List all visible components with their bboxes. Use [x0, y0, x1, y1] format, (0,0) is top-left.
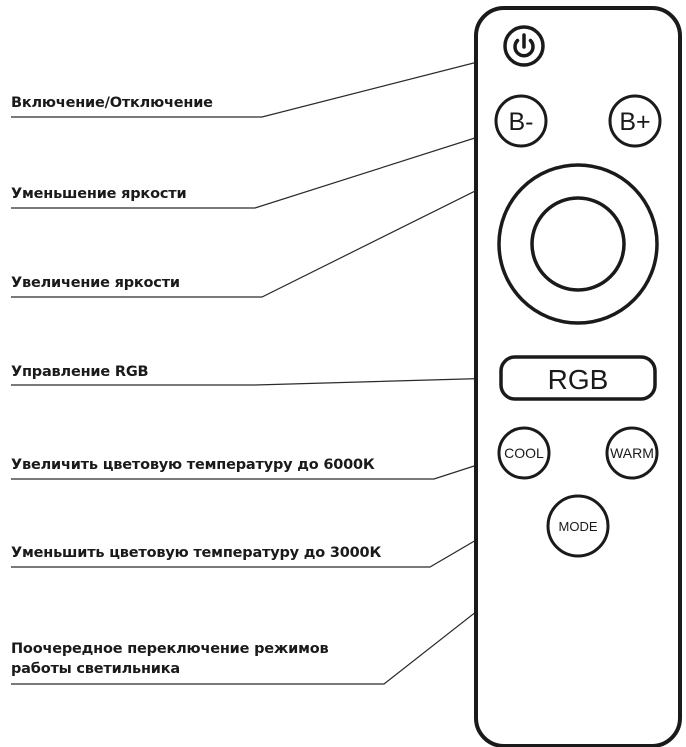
- leader-power: [11, 54, 506, 118]
- label-power: Включение/Отключение: [11, 95, 213, 111]
- label-brightness-down: Уменьшение яркости: [11, 186, 187, 202]
- rgb-button-label: RGB: [548, 364, 609, 395]
- cool-button[interactable]: COOL: [497, 426, 551, 480]
- leader-brightness-down: [11, 129, 501, 209]
- warm-button[interactable]: WARM: [605, 426, 659, 480]
- label-rgb: Управление RGB: [11, 364, 149, 380]
- brightness-down-button[interactable]: B-: [494, 94, 548, 148]
- dial-center-button[interactable]: [530, 196, 626, 292]
- rgb-button[interactable]: RGB: [499, 355, 657, 401]
- power-icon: [513, 33, 535, 58]
- power-button[interactable]: [503, 25, 545, 67]
- dial-control[interactable]: [497, 163, 659, 325]
- leader-rgb: [11, 377, 501, 386]
- label-brightness-up: Увеличение яркости: [11, 275, 180, 291]
- leader-lines: [11, 54, 619, 685]
- mode-button[interactable]: MODE: [546, 494, 610, 558]
- label-mode: Поочередное переключение режимов работы …: [11, 639, 329, 679]
- label-mode-line1: Поочередное переключение режимов: [11, 641, 329, 657]
- brightness-up-button-label: B+: [619, 108, 650, 136]
- label-warm: Уменьшить цветовую температуру до 3000К: [11, 545, 382, 561]
- label-mode-line2: работы светильника: [11, 661, 180, 677]
- brightness-down-button-label: B-: [509, 108, 534, 136]
- mode-button-label: MODE: [559, 519, 598, 534]
- brightness-up-button[interactable]: B+: [608, 94, 662, 148]
- warm-button-label: WARM: [610, 445, 654, 461]
- cool-button-label: COOL: [504, 445, 544, 461]
- label-cool: Увеличить цветовую температуру до 6000К: [11, 457, 375, 473]
